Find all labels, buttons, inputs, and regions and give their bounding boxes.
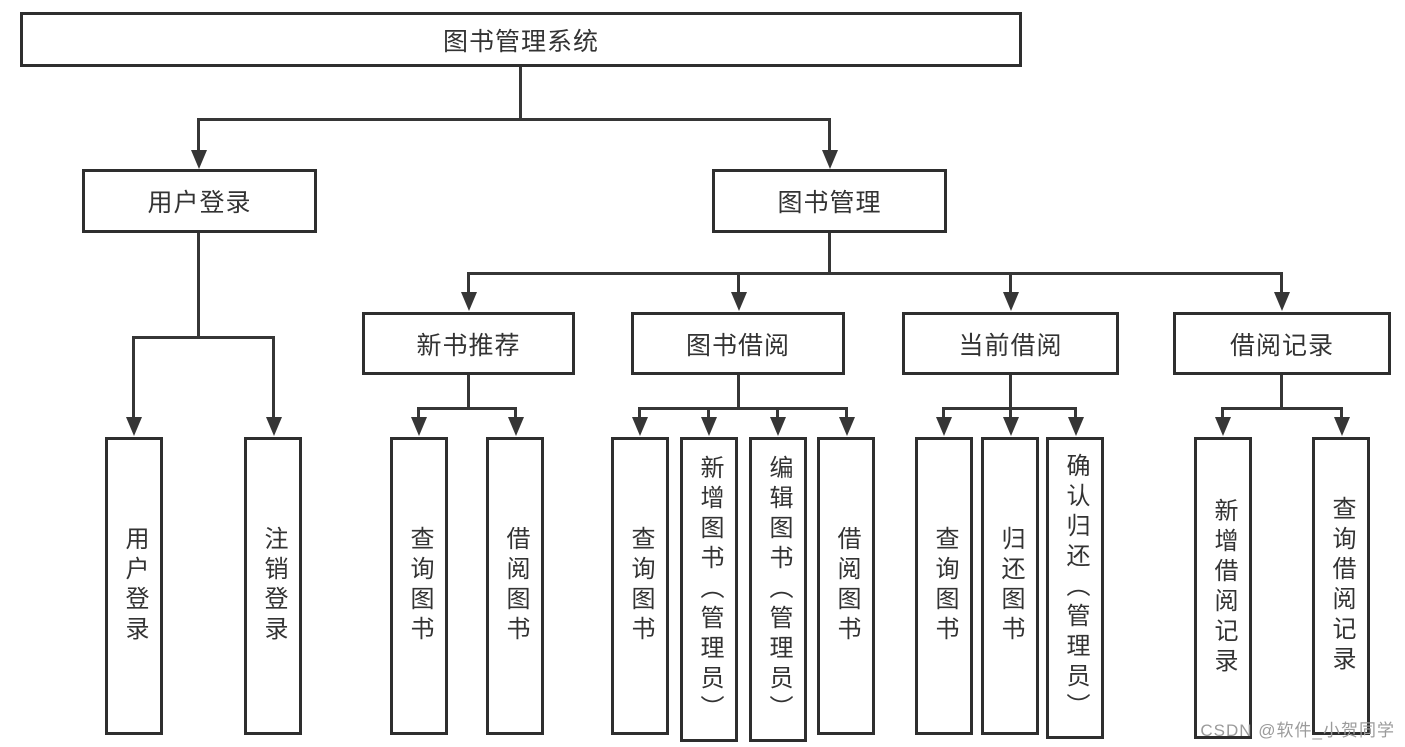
node-rec-query-books: 查询图书 (390, 437, 448, 735)
arrowhead-down-icon (822, 150, 838, 169)
node-bb-borrow-books: 借阅图书 (817, 437, 875, 735)
node-user-login-leaf: 用户登录 (105, 437, 163, 735)
arrowhead-down-icon (191, 150, 207, 169)
node-label: 图书管理系统 (442, 27, 599, 56)
node-logout: 注销登录 (244, 437, 302, 735)
node-label: 新增图书（管理员） (696, 454, 723, 725)
csdn-watermark: CSDN @软件_小贺同学 (1200, 721, 1395, 740)
node-label: 查询借阅记录 (1328, 496, 1355, 676)
tree-connector-line (197, 233, 200, 336)
tree-connector-line (467, 375, 470, 407)
tree-connector-line (197, 118, 831, 121)
tree-connector-line (1009, 272, 1012, 296)
node-label: 借阅图书 (833, 526, 860, 646)
node-br-query-record: 查询借阅记录 (1312, 437, 1370, 735)
arrowhead-down-icon (731, 292, 747, 311)
arrowhead-down-icon (1215, 417, 1231, 436)
node-book-management: 图书管理 (712, 169, 947, 233)
node-label: 查询图书 (627, 526, 654, 646)
tree-connector-line (737, 272, 740, 296)
node-rec-borrow-books: 借阅图书 (486, 437, 544, 735)
arrowhead-down-icon (266, 417, 282, 436)
arrowhead-down-icon (1068, 417, 1084, 436)
tree-connector-line (467, 272, 1283, 275)
tree-connector-line (776, 407, 779, 419)
node-cb-confirm-return-admin: 确认归还（管理员） (1046, 437, 1104, 739)
node-bb-add-books-admin: 新增图书（管理员） (680, 437, 738, 742)
arrowhead-down-icon (126, 417, 142, 436)
arrowhead-down-icon (411, 417, 427, 436)
node-br-add-record: 新增借阅记录 (1194, 437, 1252, 739)
node-cb-return-books: 归还图书 (981, 437, 1039, 735)
node-label: 当前借阅 (958, 331, 1063, 360)
tree-connector-line (737, 375, 740, 407)
node-label: 确认归还（管理员） (1062, 453, 1089, 723)
node-label: 图书借阅 (685, 331, 790, 360)
arrowhead-down-icon (701, 417, 717, 436)
tree-connector-line (1221, 407, 1343, 410)
tree-connector-line (828, 233, 831, 272)
node-current-borrowing: 当前借阅 (902, 312, 1119, 375)
node-label: 查询图书 (931, 526, 958, 646)
tree-connector-line (638, 407, 641, 419)
tree-connector-line (1074, 407, 1077, 419)
tree-connector-line (1221, 407, 1224, 419)
node-library-management-system: 图书管理系统 (20, 12, 1022, 67)
arrowhead-down-icon (461, 292, 477, 311)
tree-connector-line (828, 118, 831, 152)
node-label: 借阅记录 (1229, 331, 1334, 360)
arrowhead-down-icon (936, 417, 952, 436)
arrowhead-down-icon (1274, 292, 1290, 311)
tree-connector-line (638, 407, 848, 410)
node-label: 用户登录 (147, 189, 252, 217)
node-bb-edit-books-admin: 编辑图书（管理员） (749, 437, 807, 742)
tree-connector-line (132, 336, 275, 339)
tree-connector-line (417, 407, 420, 419)
arrowhead-down-icon (770, 417, 786, 436)
arrowhead-down-icon (1003, 292, 1019, 311)
arrowhead-down-icon (508, 417, 524, 436)
node-new-book-recommend: 新书推荐 (362, 312, 575, 375)
tree-connector-line (417, 407, 517, 410)
node-bb-query-books: 查询图书 (611, 437, 669, 735)
node-label: 新增借阅记录 (1210, 498, 1237, 678)
tree-connector-line (519, 67, 522, 118)
node-book-borrowing: 图书借阅 (631, 312, 845, 375)
tree-connector-line (1280, 375, 1283, 407)
node-label: 注销登录 (260, 526, 287, 646)
arrowhead-down-icon (839, 417, 855, 436)
node-user-login: 用户登录 (82, 169, 317, 233)
tree-connector-line (272, 336, 275, 420)
node-label: 编辑图书（管理员） (765, 454, 792, 725)
arrowhead-down-icon (632, 417, 648, 436)
tree-connector-line (845, 407, 848, 419)
tree-connector-line (467, 272, 470, 296)
tree-connector-line (707, 407, 710, 419)
tree-connector-line (514, 407, 517, 419)
arrowhead-down-icon (1003, 417, 1019, 436)
tree-connector-line (1280, 272, 1283, 296)
arrowhead-down-icon (1334, 417, 1350, 436)
node-label: 借阅图书 (502, 526, 529, 646)
tree-connector-line (1009, 407, 1012, 419)
tree-connector-line (197, 118, 200, 152)
node-label: 图书管理 (777, 189, 882, 217)
node-label: 新书推荐 (416, 331, 521, 360)
node-label: 用户登录 (121, 526, 148, 646)
tree-connector-line (132, 336, 135, 420)
node-label: 归还图书 (997, 526, 1024, 646)
node-cb-query-books: 查询图书 (915, 437, 973, 735)
tree-connector-line (1340, 407, 1343, 419)
tree-connector-line (942, 407, 945, 419)
tree-connector-line (1009, 375, 1012, 407)
node-borrowing-records: 借阅记录 (1173, 312, 1391, 375)
node-label: 查询图书 (406, 526, 433, 646)
